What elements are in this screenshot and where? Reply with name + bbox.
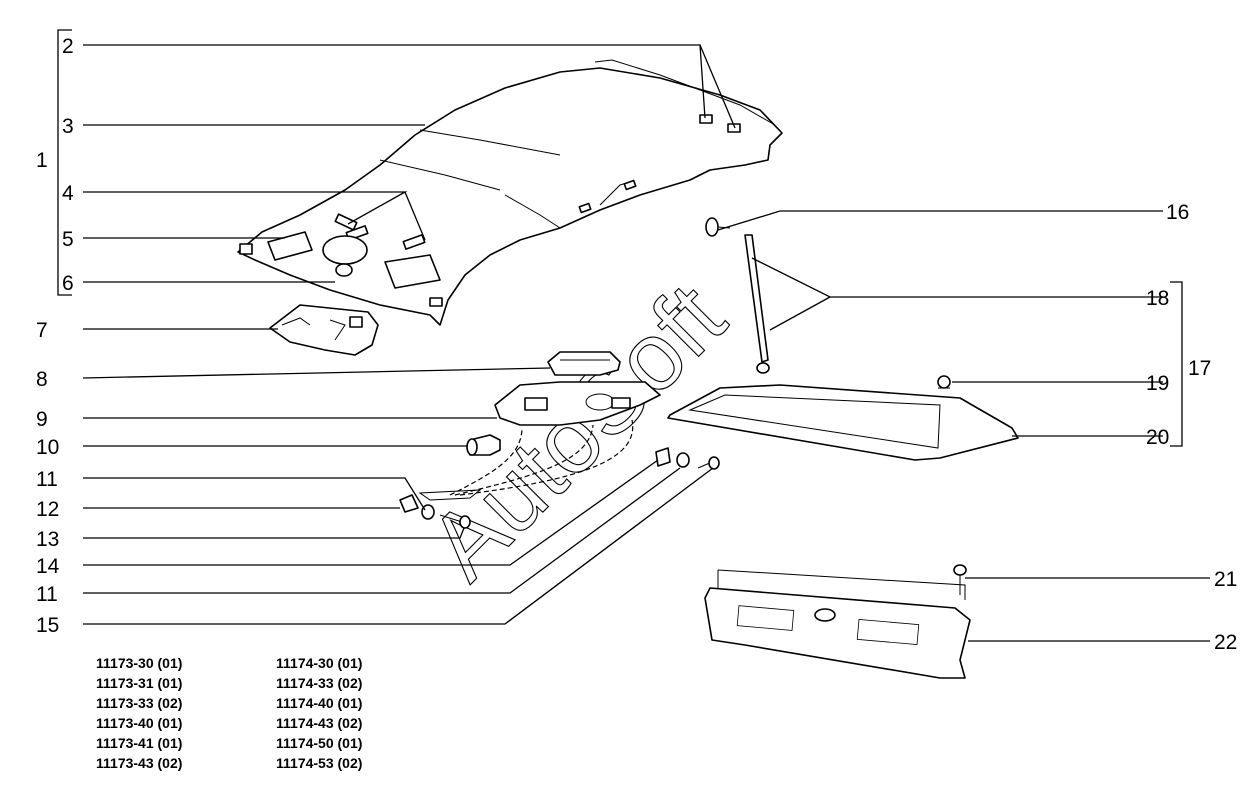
part-20-shelf	[667, 384, 1019, 461]
code-left-6: 11173-43 (02)	[96, 755, 182, 771]
callout-18: 18	[1146, 287, 1169, 310]
callout-21: 21	[1214, 568, 1237, 591]
part-14-clip	[655, 447, 671, 467]
callout-15: 15	[36, 614, 59, 637]
code-right-4: 11174-43 (02)	[276, 715, 362, 731]
part-10-bulb	[466, 434, 501, 456]
part-19-clip	[937, 375, 951, 389]
part-13-screw	[439, 514, 471, 529]
callout-labels: 1 2 3 4 5 6 7 8 9 10 11 12 13 14 11 15 1…	[36, 35, 1237, 654]
code-left-2: 11173-31 (01)	[96, 675, 182, 691]
callout-5: 5	[62, 228, 74, 251]
callout-4: 4	[62, 182, 74, 205]
callout-10: 10	[36, 436, 59, 459]
headliner	[237, 59, 783, 326]
callout-14: 14	[36, 555, 60, 578]
assembly-arrow-2	[454, 424, 594, 496]
part-12-clip	[399, 494, 419, 513]
callout-12: 12	[36, 498, 59, 521]
callout-9: 9	[36, 408, 48, 431]
code-right-1: 11174-30 (01)	[276, 655, 362, 671]
part-15-screw	[697, 456, 720, 470]
code-left-1: 11173-30 (01)	[96, 655, 182, 671]
callout-8: 8	[36, 368, 48, 391]
callout-7: 7	[36, 319, 48, 342]
code-left-5: 11173-41 (01)	[96, 735, 182, 751]
part-22-trim	[704, 569, 971, 679]
callout-11a: 11	[36, 468, 58, 491]
callout-6: 6	[62, 272, 74, 295]
callout-20: 20	[1146, 426, 1169, 449]
callout-13: 13	[36, 528, 59, 551]
part-11-washer	[421, 504, 435, 520]
part-7-console	[269, 304, 379, 356]
watermark: AutoSoft	[409, 263, 746, 600]
code-right-6: 11174-53 (02)	[276, 755, 362, 771]
callout-1: 1	[36, 149, 48, 172]
callout-16: 16	[1166, 201, 1189, 224]
bracket-17	[1170, 281, 1183, 447]
part-16-18-strap	[705, 217, 770, 374]
part-9-housing	[494, 381, 661, 426]
code-right-3: 11174-40 (01)	[276, 695, 362, 711]
svg-text:AutoSoft: AutoSoft	[409, 264, 745, 600]
part-8-lens	[547, 351, 621, 376]
part-21-screw	[953, 564, 967, 595]
code-left-4: 11173-40 (01)	[96, 715, 182, 731]
leader-lines	[82, 44, 1210, 642]
callout-17: 17	[1188, 357, 1211, 380]
code-right-5: 11174-50 (01)	[276, 735, 362, 751]
callout-11b: 11	[36, 583, 58, 606]
assembly-arrow-1	[449, 429, 523, 496]
model-codes: 11173-30 (01) 11173-31 (01) 11173-33 (02…	[96, 655, 362, 771]
bracket-plate	[418, 489, 482, 501]
callout-2: 2	[62, 35, 74, 58]
part-11b-washer	[676, 452, 690, 468]
callout-22: 22	[1214, 631, 1237, 654]
callout-19: 19	[1146, 372, 1169, 395]
callout-3: 3	[62, 115, 74, 138]
bracket-1	[57, 29, 72, 296]
code-left-3: 11173-33 (02)	[96, 695, 182, 711]
code-right-2: 11174-33 (02)	[276, 675, 362, 691]
assembly-arrow-3	[459, 419, 634, 496]
